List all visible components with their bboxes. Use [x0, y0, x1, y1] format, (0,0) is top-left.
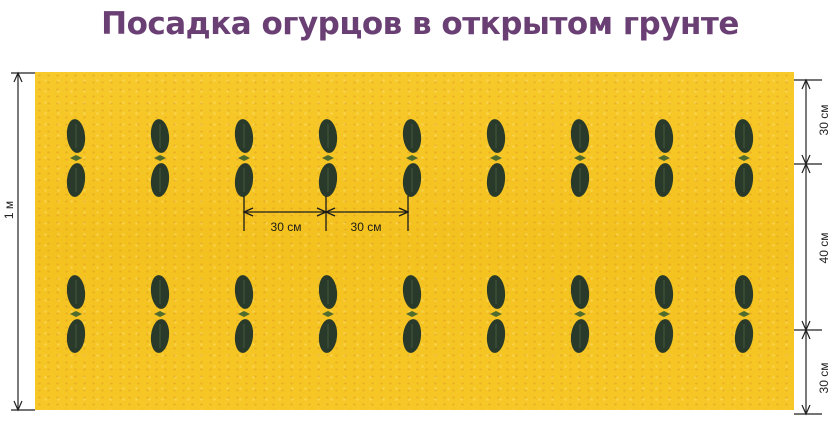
stem-node [154, 311, 166, 317]
stem-node [70, 311, 82, 317]
cucumber-plant [486, 275, 506, 353]
cucumber-plant [150, 119, 170, 197]
page-title: Посадка огурцов в открытом грунте [101, 6, 739, 42]
cucumber-plant [150, 275, 170, 353]
stem-node [574, 311, 586, 317]
bottom-margin-label: 30 см [817, 362, 831, 394]
cucumber-plant [486, 119, 506, 197]
stem-node [238, 311, 250, 317]
stem-node [574, 155, 586, 161]
stem-node [154, 155, 166, 161]
stem-node [738, 311, 750, 317]
cucumber-plant [402, 119, 422, 197]
stem-node [70, 155, 82, 161]
cucumber-plant [654, 275, 674, 353]
spacing-dimension-lines [242, 196, 410, 231]
bed-height-label: 1 м [2, 200, 16, 220]
cucumber-plant [734, 275, 754, 353]
stem-node [658, 311, 670, 317]
row-gap-label: 40 см [817, 232, 831, 264]
cucumber-plant [234, 119, 254, 197]
cucumber-plant [66, 275, 86, 353]
height-dimension-line [11, 71, 35, 412]
spacing-label-2: 30 см [348, 220, 384, 234]
stem-node [322, 155, 334, 161]
cucumber-plant [66, 119, 86, 197]
stem-node [490, 155, 502, 161]
stem-node [322, 311, 334, 317]
cucumber-plant [318, 275, 338, 353]
spacing-label-1: 30 см [268, 220, 304, 234]
cucumber-plant [654, 119, 674, 197]
cucumber-plant [734, 119, 754, 197]
stem-node [238, 155, 250, 161]
cucumber-plant [318, 119, 338, 197]
cucumber-plant [570, 119, 590, 197]
stem-node [406, 155, 418, 161]
stem-node [658, 155, 670, 161]
cucumber-plant [570, 275, 590, 353]
plants-layer [66, 119, 754, 353]
stem-node [490, 311, 502, 317]
cucumber-plant [402, 275, 422, 353]
stem-node [406, 311, 418, 317]
cucumber-plant [234, 275, 254, 353]
top-margin-label: 30 см [817, 104, 831, 136]
stem-node [738, 155, 750, 161]
right-dimension-lines [794, 78, 822, 416]
